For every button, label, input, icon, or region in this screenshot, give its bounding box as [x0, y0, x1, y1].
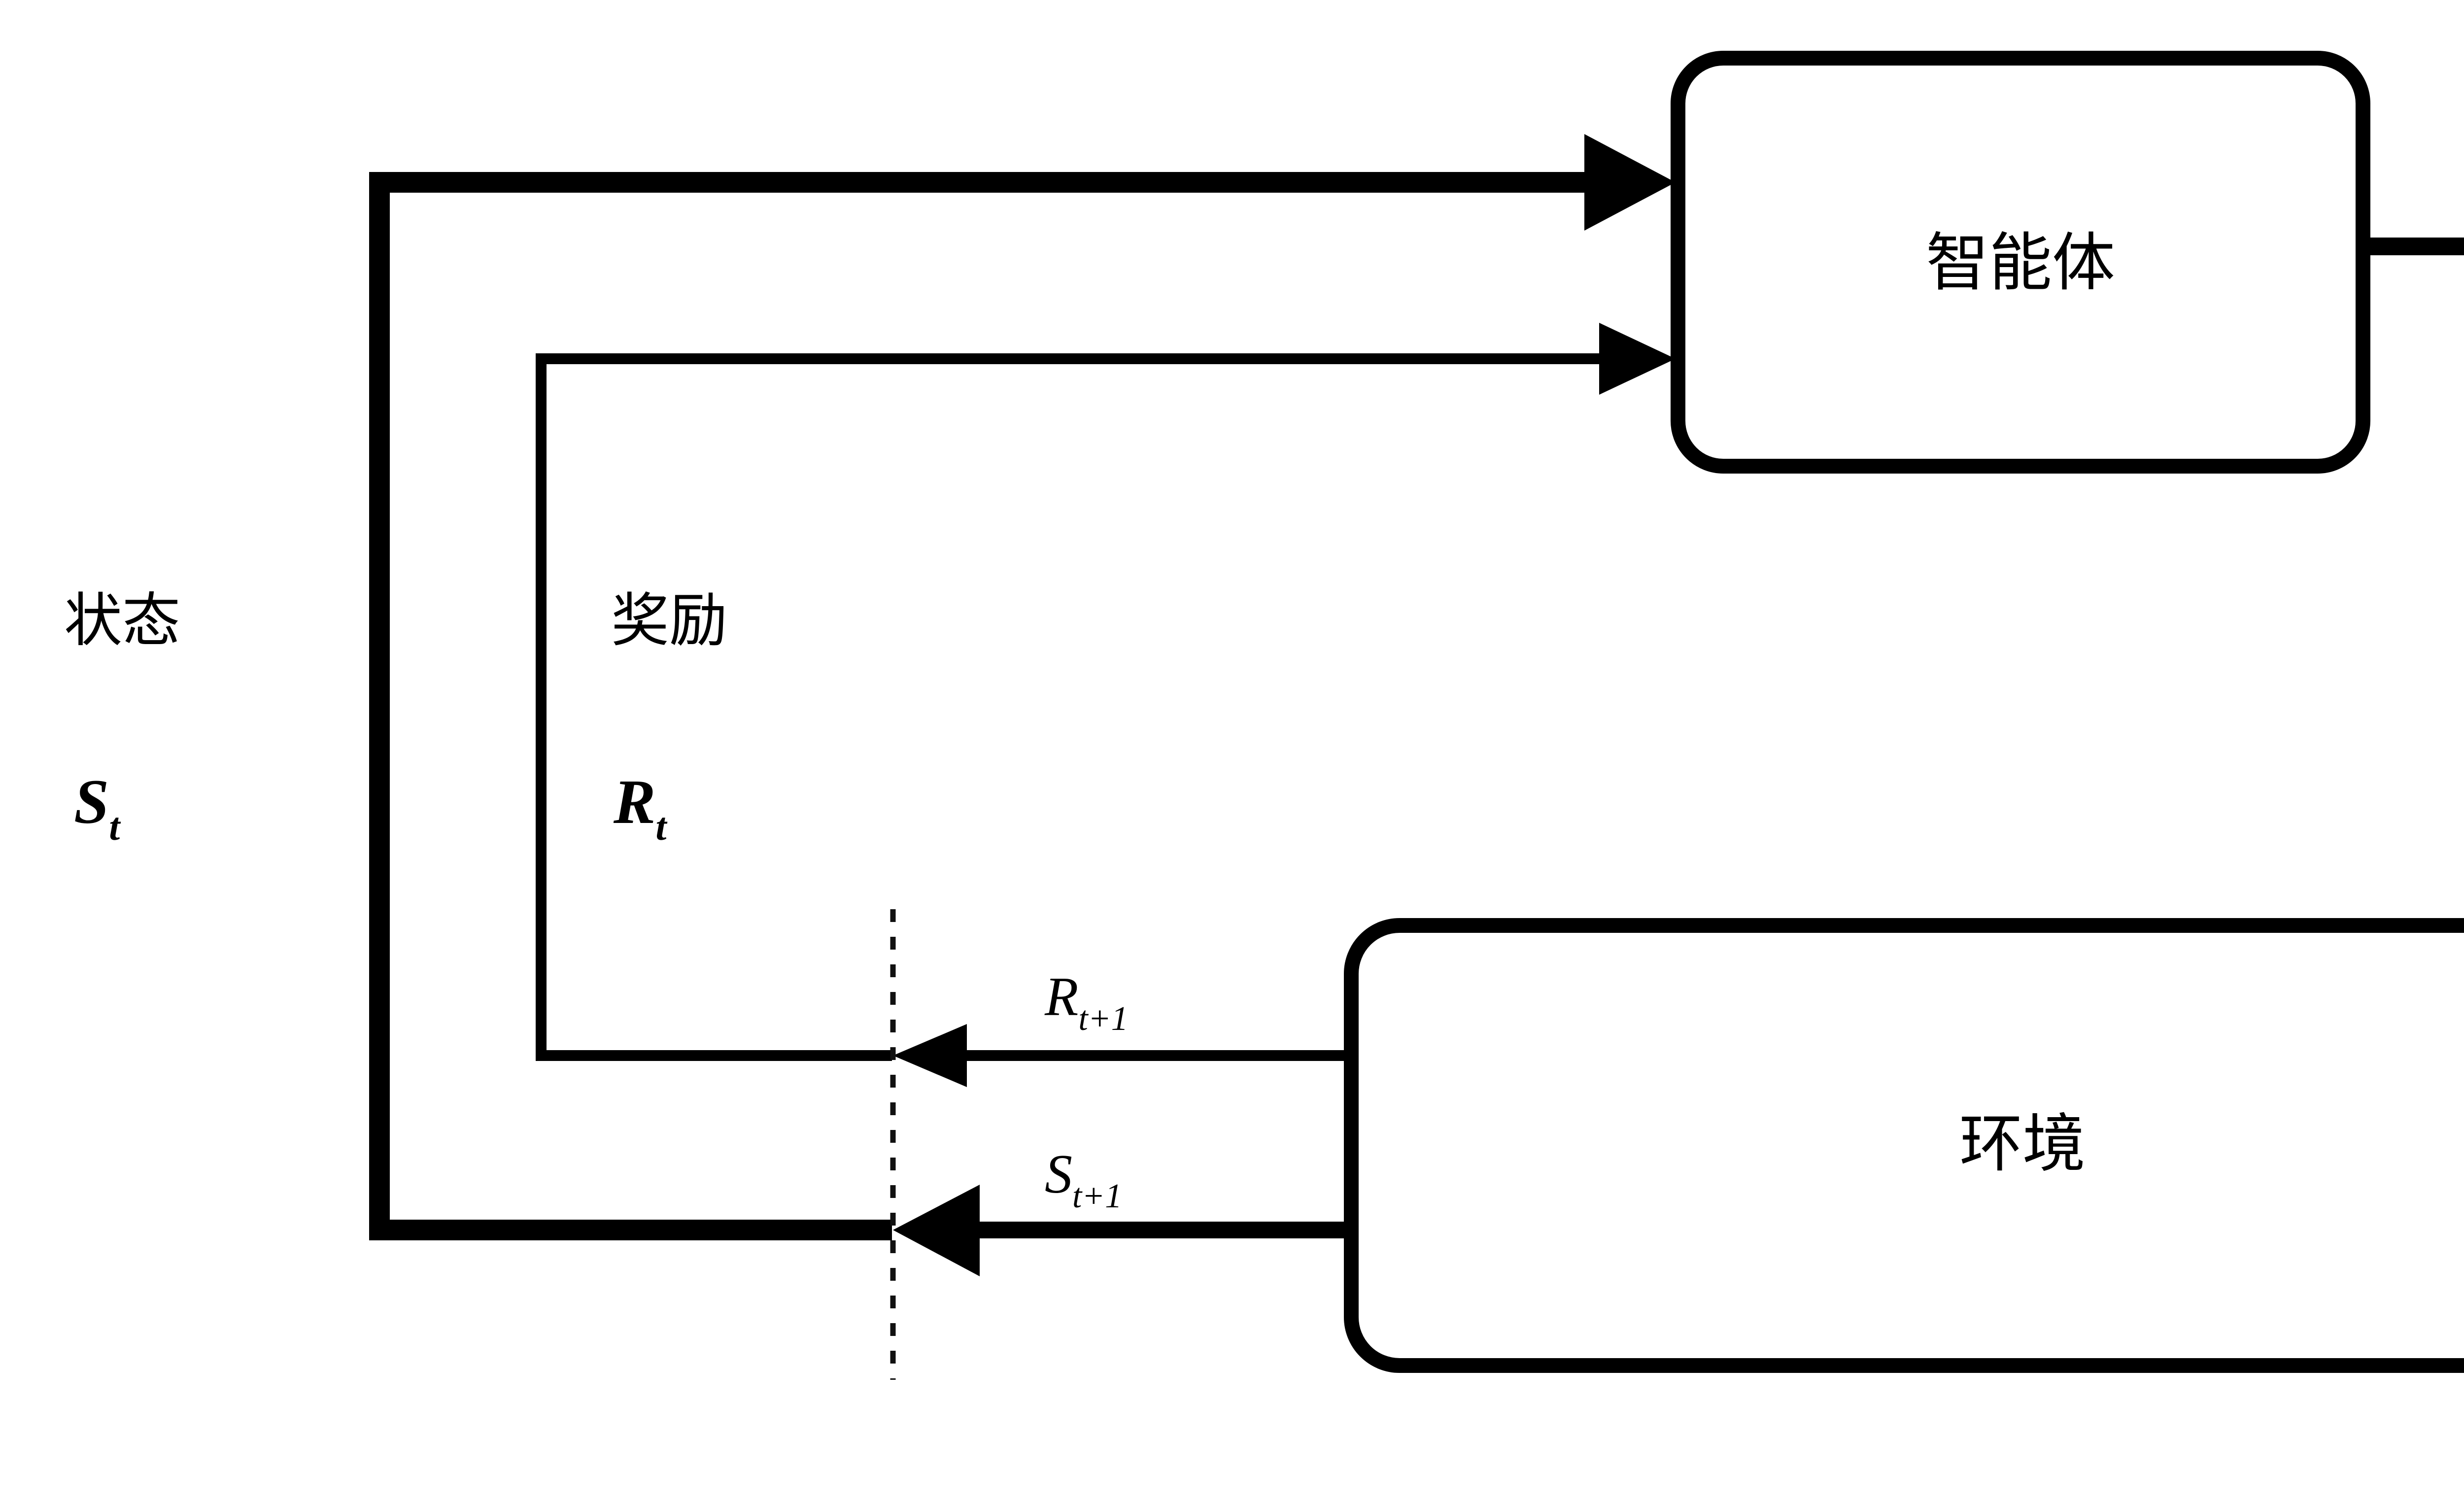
reward-symbol-subscript: t [655, 805, 668, 849]
reward-label-symbol: Rt [613, 767, 668, 849]
agent-label: 智能体 [1926, 226, 2115, 300]
reward-next-edge [893, 1024, 1351, 1087]
state-next-arrowhead-icon [893, 1185, 980, 1276]
reward-next-symbol-subscript: t+1 [1078, 1000, 1128, 1038]
reward-next-label: Rt+1 [1044, 966, 1128, 1038]
agent-box[interactable] [1671, 51, 2370, 474]
state-side-label: 状态 St [64, 586, 180, 849]
environment-label: 环境 [1959, 1107, 2086, 1181]
reward-next-arrowhead-icon [893, 1024, 967, 1087]
state-label-symbol: St [74, 767, 121, 849]
state-next-symbol-subscript: t+1 [1072, 1177, 1122, 1215]
agent-node[interactable]: 智能体 [1671, 51, 2370, 474]
state-next-label: St+1 [1045, 1144, 1122, 1215]
reward-edge-line [536, 353, 1611, 1061]
environment-node[interactable]: 环境 [1344, 918, 2464, 1373]
reward-label-cjk: 奖励 [611, 586, 727, 654]
state-edge-line [369, 172, 1604, 1240]
reward-side-label: 奖励 Rt [611, 586, 727, 849]
state-next-symbol-base: S [1045, 1144, 1072, 1205]
reward-edge [536, 323, 1676, 1061]
reward-symbol-base: R [613, 767, 655, 837]
state-symbol-subscript: t [109, 805, 121, 849]
state-arrowhead-icon [1584, 134, 1676, 231]
reward-next-symbol-base: R [1044, 966, 1078, 1027]
environment-box[interactable] [1344, 918, 2464, 1373]
reward-arrowhead-icon [1599, 323, 1676, 395]
state-label-cjk: 状态 [64, 586, 180, 654]
state-edge [369, 134, 1676, 1240]
state-symbol-base: S [74, 767, 109, 837]
state-next-edge [893, 1185, 1351, 1276]
